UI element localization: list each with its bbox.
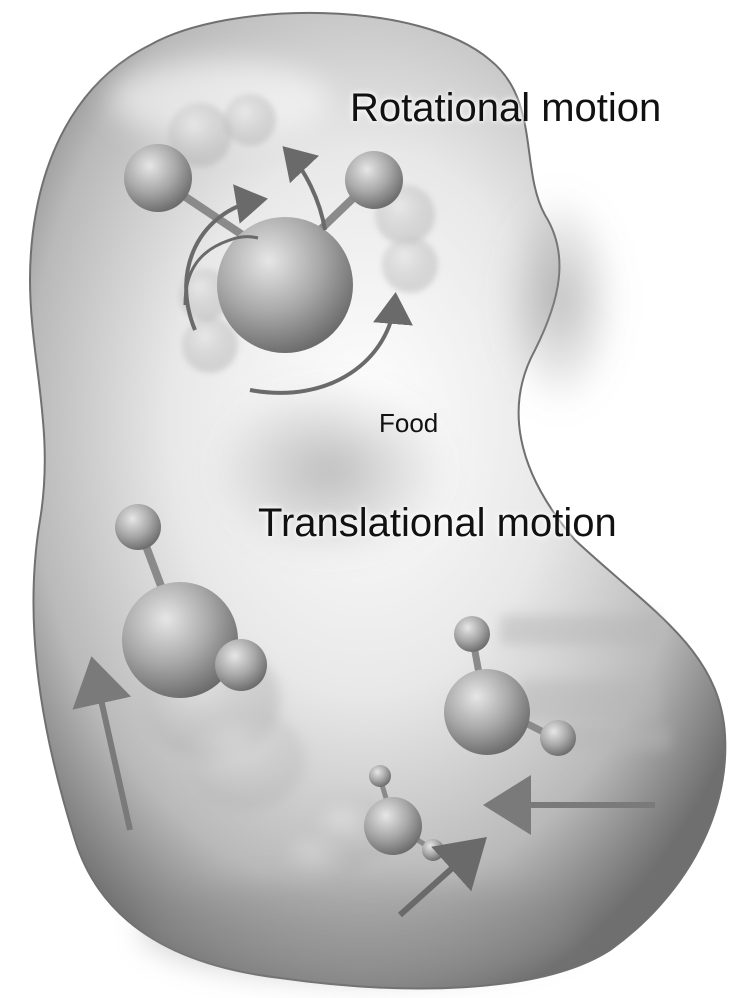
- food-label: Food: [379, 410, 438, 436]
- translational-motion-label: Translational motion: [258, 503, 617, 543]
- rotational-motion-label: Rotational motion: [350, 88, 661, 128]
- translating-molecule-right: [444, 615, 670, 756]
